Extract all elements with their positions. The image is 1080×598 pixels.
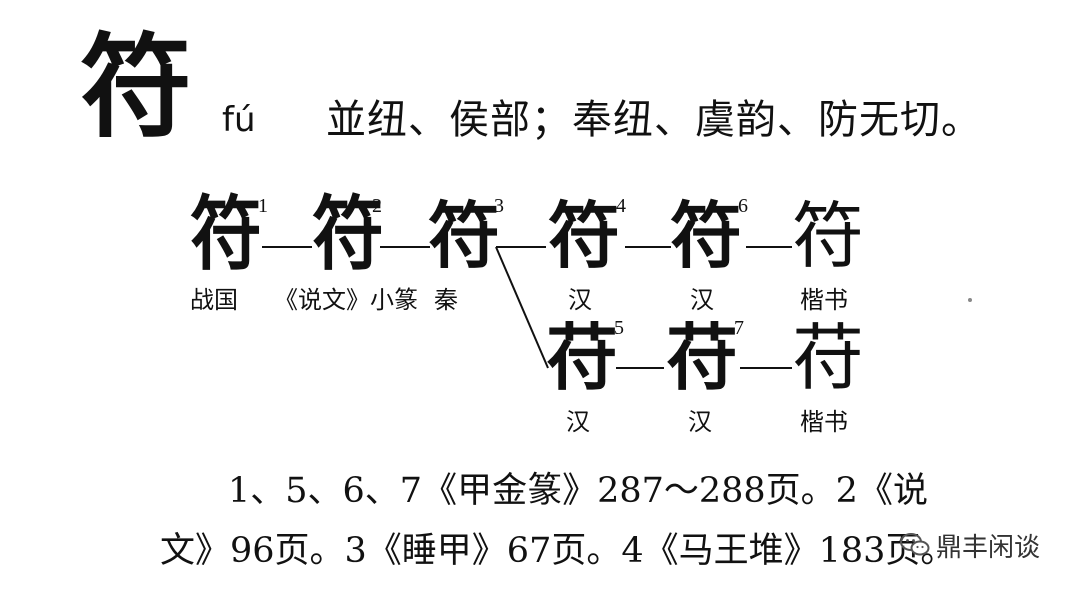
watermark-text: 鼎丰闲谈 bbox=[936, 533, 1041, 563]
glyph-label-han-4: 汉 bbox=[568, 286, 592, 314]
glyph-label-shuowen: 《说文》小篆 bbox=[274, 286, 418, 314]
headword-character: 符 bbox=[80, 22, 192, 153]
watermark: 鼎丰闲谈 bbox=[900, 532, 1040, 565]
pinyin: fú bbox=[222, 100, 256, 140]
glyph-index-3: 3 bbox=[494, 195, 504, 217]
references-line-1: 1、5、6、7《甲金篆》287～288页。2《说 bbox=[228, 471, 928, 511]
glyph-label-zhanguo: 战国 bbox=[190, 286, 238, 314]
glyph-kaishu-2: 苻 bbox=[792, 316, 865, 400]
glyph-index-7: 7 bbox=[734, 317, 744, 339]
glyph-index-1: 1 bbox=[258, 195, 268, 217]
wechat-icon bbox=[900, 532, 930, 565]
glyph-index-4: 4 bbox=[616, 195, 626, 217]
glyph-shuowen: 符 bbox=[312, 185, 385, 282]
glyph-index-2: 2 bbox=[372, 195, 382, 217]
glyph-label-kaishu-2: 楷书 bbox=[800, 408, 848, 436]
glyph-han-6: 符 bbox=[670, 193, 743, 278]
glyph-label-han-7: 汉 bbox=[688, 408, 712, 436]
glyph-index-5: 5 bbox=[614, 317, 624, 339]
glyph-label-qin: 秦 bbox=[434, 286, 458, 314]
glyph-index-6: 6 bbox=[738, 195, 748, 217]
glyph-qin: 符 bbox=[428, 193, 501, 278]
scan-speck bbox=[968, 298, 972, 302]
glyph-zhanguo: 符 bbox=[190, 185, 263, 282]
glyph-label-han-6: 汉 bbox=[690, 286, 714, 314]
phonology-note: 並纽、侯部；奉纽、虞韵、防无切。 bbox=[326, 97, 982, 143]
glyph-kaishu-1: 符 bbox=[792, 194, 865, 278]
glyph-label-han-5: 汉 bbox=[566, 408, 590, 436]
glyph-han-7: 苻 bbox=[666, 315, 739, 400]
glyph-label-kaishu-1: 楷书 bbox=[800, 286, 848, 314]
branch-line bbox=[495, 246, 549, 369]
glyph-han-4: 符 bbox=[548, 193, 621, 278]
references-line-2: 文》96页。3《睡甲》67页。4《马王堆》183页。 bbox=[160, 531, 956, 571]
glyph-han-5: 苻 bbox=[546, 315, 619, 400]
